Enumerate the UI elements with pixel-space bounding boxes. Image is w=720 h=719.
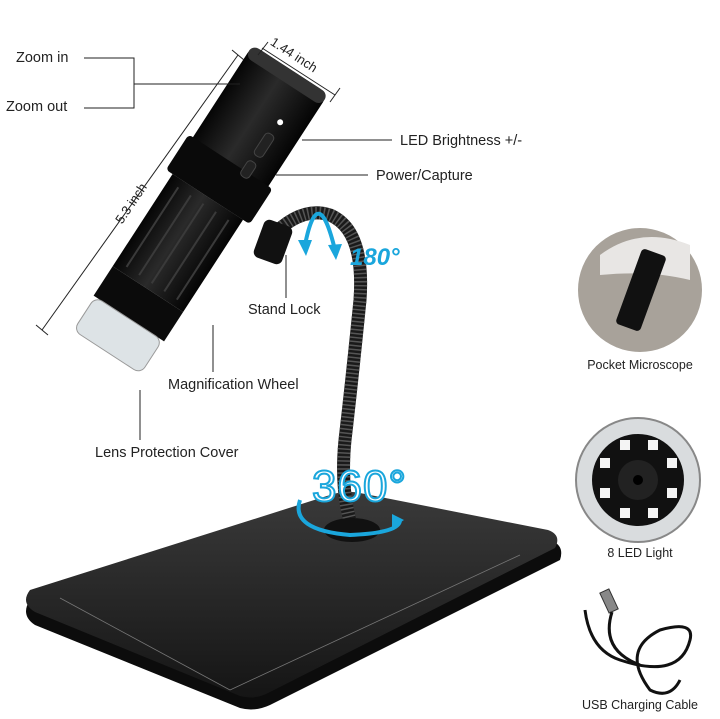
led-ring-image [575, 417, 701, 543]
caption-usb-charging-cable: USB Charging Cable [581, 698, 699, 712]
caption-8-led-light: 8 LED Light [607, 546, 673, 560]
label-lens-protection-cover: Lens Protection Cover [95, 445, 239, 461]
label-zoom-out: Zoom out [6, 99, 68, 115]
label-zoom-in: Zoom in [16, 50, 69, 66]
leader-lines [84, 57, 392, 440]
label-led-brightness: LED Brightness +/- [400, 133, 523, 149]
usb-cable-image [583, 588, 693, 695]
pocket-microscope-image [578, 228, 702, 352]
dimension-lines [35, 41, 341, 336]
microscope-body [76, 47, 326, 372]
stand-base [26, 491, 562, 710]
rotation-180-label: 180° [350, 244, 400, 271]
label-power-capture: Power/Capture [376, 168, 473, 184]
label-magnification-wheel: Magnification Wheel [168, 377, 299, 393]
rotation-arrows [296, 211, 402, 538]
rotation-360-label: 360° [311, 461, 408, 512]
label-stand-lock: Stand Lock [248, 302, 321, 318]
caption-pocket-microscope: Pocket Microscope [587, 358, 693, 372]
